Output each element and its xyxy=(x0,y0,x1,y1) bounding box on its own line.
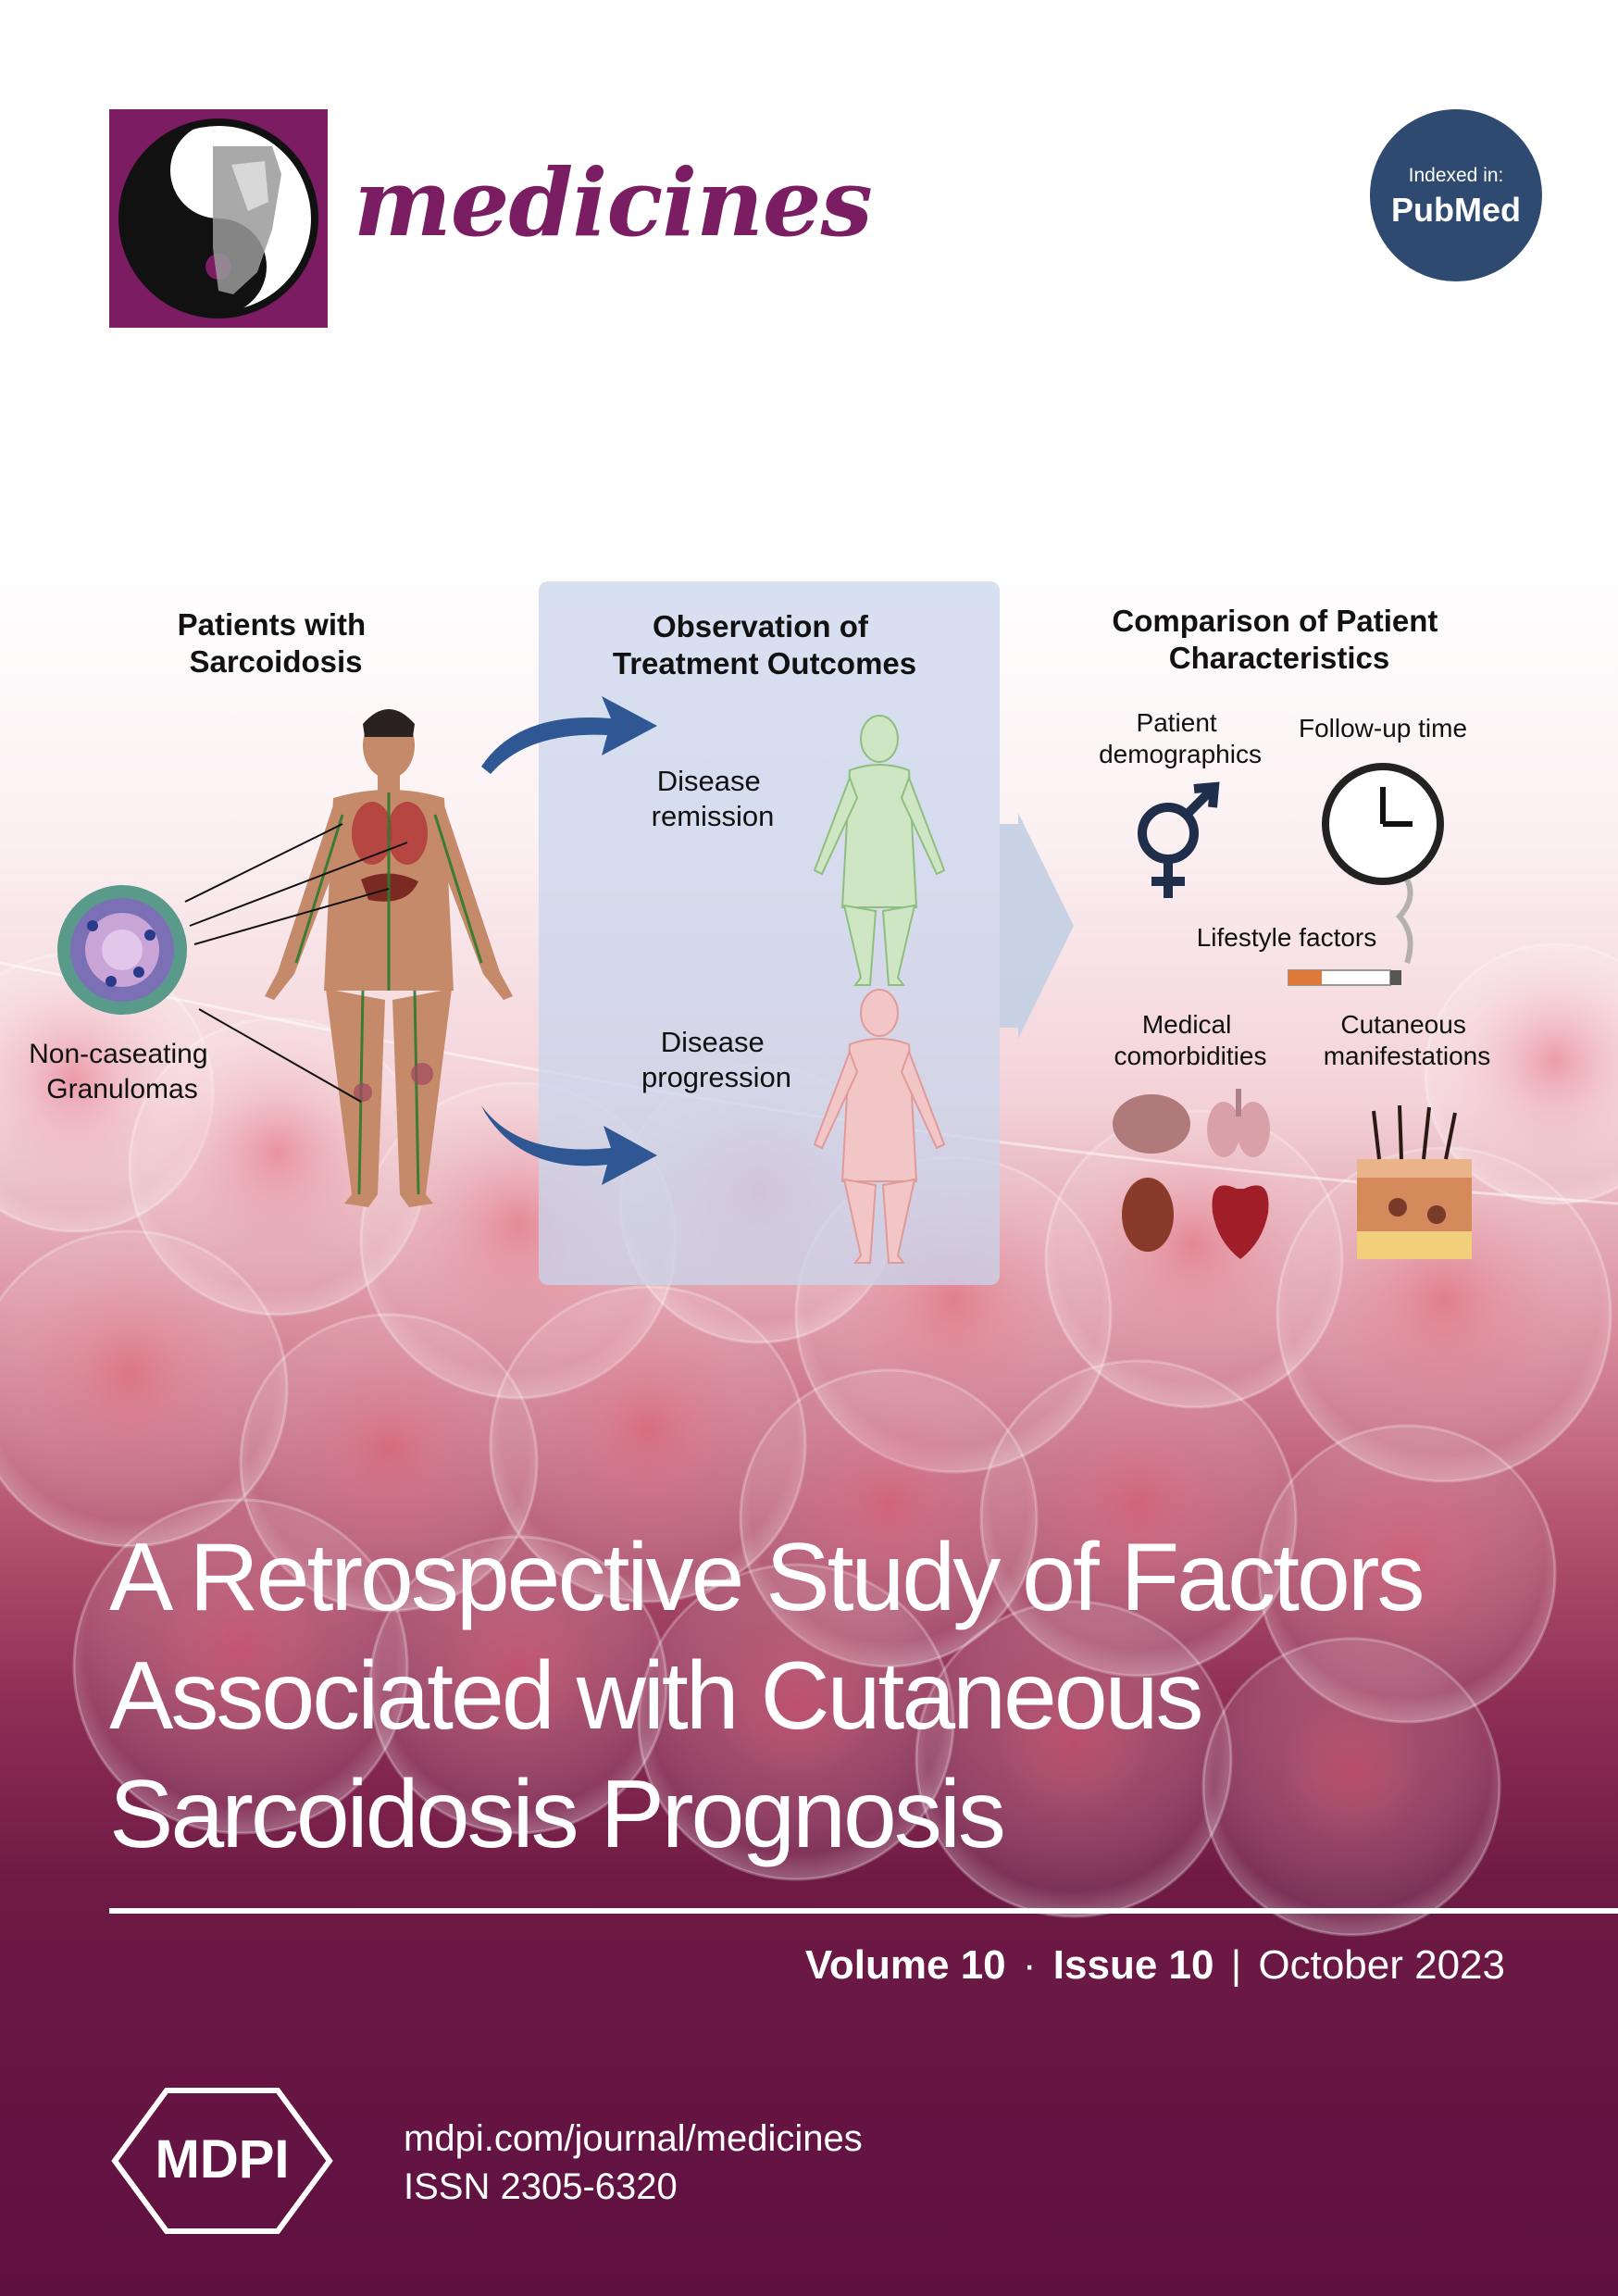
cutaneous-label-line1: Cutaneous xyxy=(1340,1010,1465,1039)
remission-label-line2: remission xyxy=(652,800,775,832)
article-title-line3: Sarcoidosis Prognosis xyxy=(109,1761,1006,1868)
lifestyle-label: Lifestyle factors xyxy=(1197,923,1377,952)
svg-text:Disease progression: Disease progression xyxy=(641,1026,791,1093)
right-heading-line2: Characteristics xyxy=(1169,641,1389,675)
arrow-to-remission-icon xyxy=(481,696,657,774)
svg-text:Non-caseating Granulomas: Non-caseating Granulomas xyxy=(29,1039,216,1104)
journal-logo xyxy=(109,109,328,328)
kidney-icon xyxy=(1122,1178,1174,1252)
right-heading-line1: Comparison of Patient xyxy=(1112,604,1438,638)
svg-text:Comparison of Patient Ch: Comparison of Patient Characteristics xyxy=(1112,604,1446,675)
demographics-label-line1: Patient xyxy=(1137,708,1217,737)
comorbidities-label-line2: comorbidities xyxy=(1114,1042,1267,1070)
svg-text:Patients with Sarcoidosi: Patients with Sarcoidosis xyxy=(178,607,375,679)
article-title: A Retrospective Study of Factors Associa… xyxy=(109,1518,1553,1874)
lungs-icon xyxy=(1207,1089,1270,1157)
heart-icon xyxy=(1212,1185,1269,1259)
svg-text:Cutaneous manifestations: Cutaneous manifestations xyxy=(1324,1010,1491,1070)
remission-body-icon xyxy=(813,715,946,986)
clock-icon xyxy=(1322,763,1444,885)
arrow-to-progression-icon xyxy=(481,1105,657,1185)
middle-heading-line1: Observation of xyxy=(653,609,869,643)
svg-text:Disease remission: Disease remission xyxy=(652,765,775,832)
svg-text:Observation of Treatment: Observation of Treatment Outcomes xyxy=(613,609,916,680)
patient-body-icon xyxy=(265,709,513,1207)
progression-body-icon xyxy=(813,989,946,1264)
svg-text:Medical comorbidities: Medical comorbidities xyxy=(1114,1010,1267,1070)
followup-label: Follow-up time xyxy=(1299,714,1467,742)
gender-symbol-icon xyxy=(1138,781,1220,898)
pubmed-label: PubMed xyxy=(1391,191,1521,229)
title-divider xyxy=(109,1908,1618,1914)
left-heading-line1: Patients with xyxy=(178,607,367,642)
middle-heading-line2: Treatment Outcomes xyxy=(613,646,916,680)
mdpi-hexagon-icon: MDPI xyxy=(111,2088,333,2234)
brain-icon xyxy=(1113,1094,1190,1154)
issue-label: Issue 10 xyxy=(1052,1942,1214,1988)
graphical-abstract: Patients with Sarcoidosis xyxy=(29,581,1491,1285)
progression-label-line1: Disease xyxy=(661,1026,765,1058)
demographics-label-line2: demographics xyxy=(1099,740,1262,768)
volume-label: Volume 10 xyxy=(804,1942,1006,1988)
cutaneous-label-line2: manifestations xyxy=(1324,1042,1491,1070)
article-title-line2: Associated with Cutaneous xyxy=(109,1642,1204,1750)
skin-cross-section-icon xyxy=(1357,1104,1472,1259)
left-heading-line2: Sarcoidosis xyxy=(189,644,362,679)
mdpi-logo-text: MDPI xyxy=(156,2129,290,2190)
issue-divider: | xyxy=(1230,1942,1242,1988)
issue-date: October 2023 xyxy=(1258,1942,1505,1988)
granuloma-icon xyxy=(57,885,187,1015)
large-right-arrow-icon xyxy=(1000,813,1074,1039)
remission-label-line1: Disease xyxy=(657,765,761,797)
indexed-label: Indexed in: xyxy=(1408,165,1504,186)
yin-yang-head-icon xyxy=(118,119,318,318)
mdpi-logo: MDPI xyxy=(109,2085,335,2237)
journal-url[interactable]: mdpi.com/journal/medicines xyxy=(404,2118,863,2159)
granuloma-label-line1: Non-caseating xyxy=(29,1039,207,1069)
progression-label-line2: progression xyxy=(641,1061,791,1093)
cigarette-icon xyxy=(1288,878,1413,986)
granuloma-label-line2: Granulomas xyxy=(46,1074,197,1104)
pubmed-badge: Indexed in: PubMed xyxy=(1370,109,1542,281)
article-title-line1: A Retrospective Study of Factors xyxy=(109,1524,1425,1631)
issn: ISSN 2305-6320 xyxy=(404,2166,678,2207)
volume-dot: · xyxy=(1022,1942,1037,1988)
comorbidities-label-line1: Medical xyxy=(1142,1010,1231,1039)
journal-name: medicines xyxy=(354,148,873,257)
svg-text:Patient demographics: Patient demographics xyxy=(1099,708,1262,768)
issue-info: Volume 10 · Issue 10 | October 2023 xyxy=(805,1942,1505,1989)
